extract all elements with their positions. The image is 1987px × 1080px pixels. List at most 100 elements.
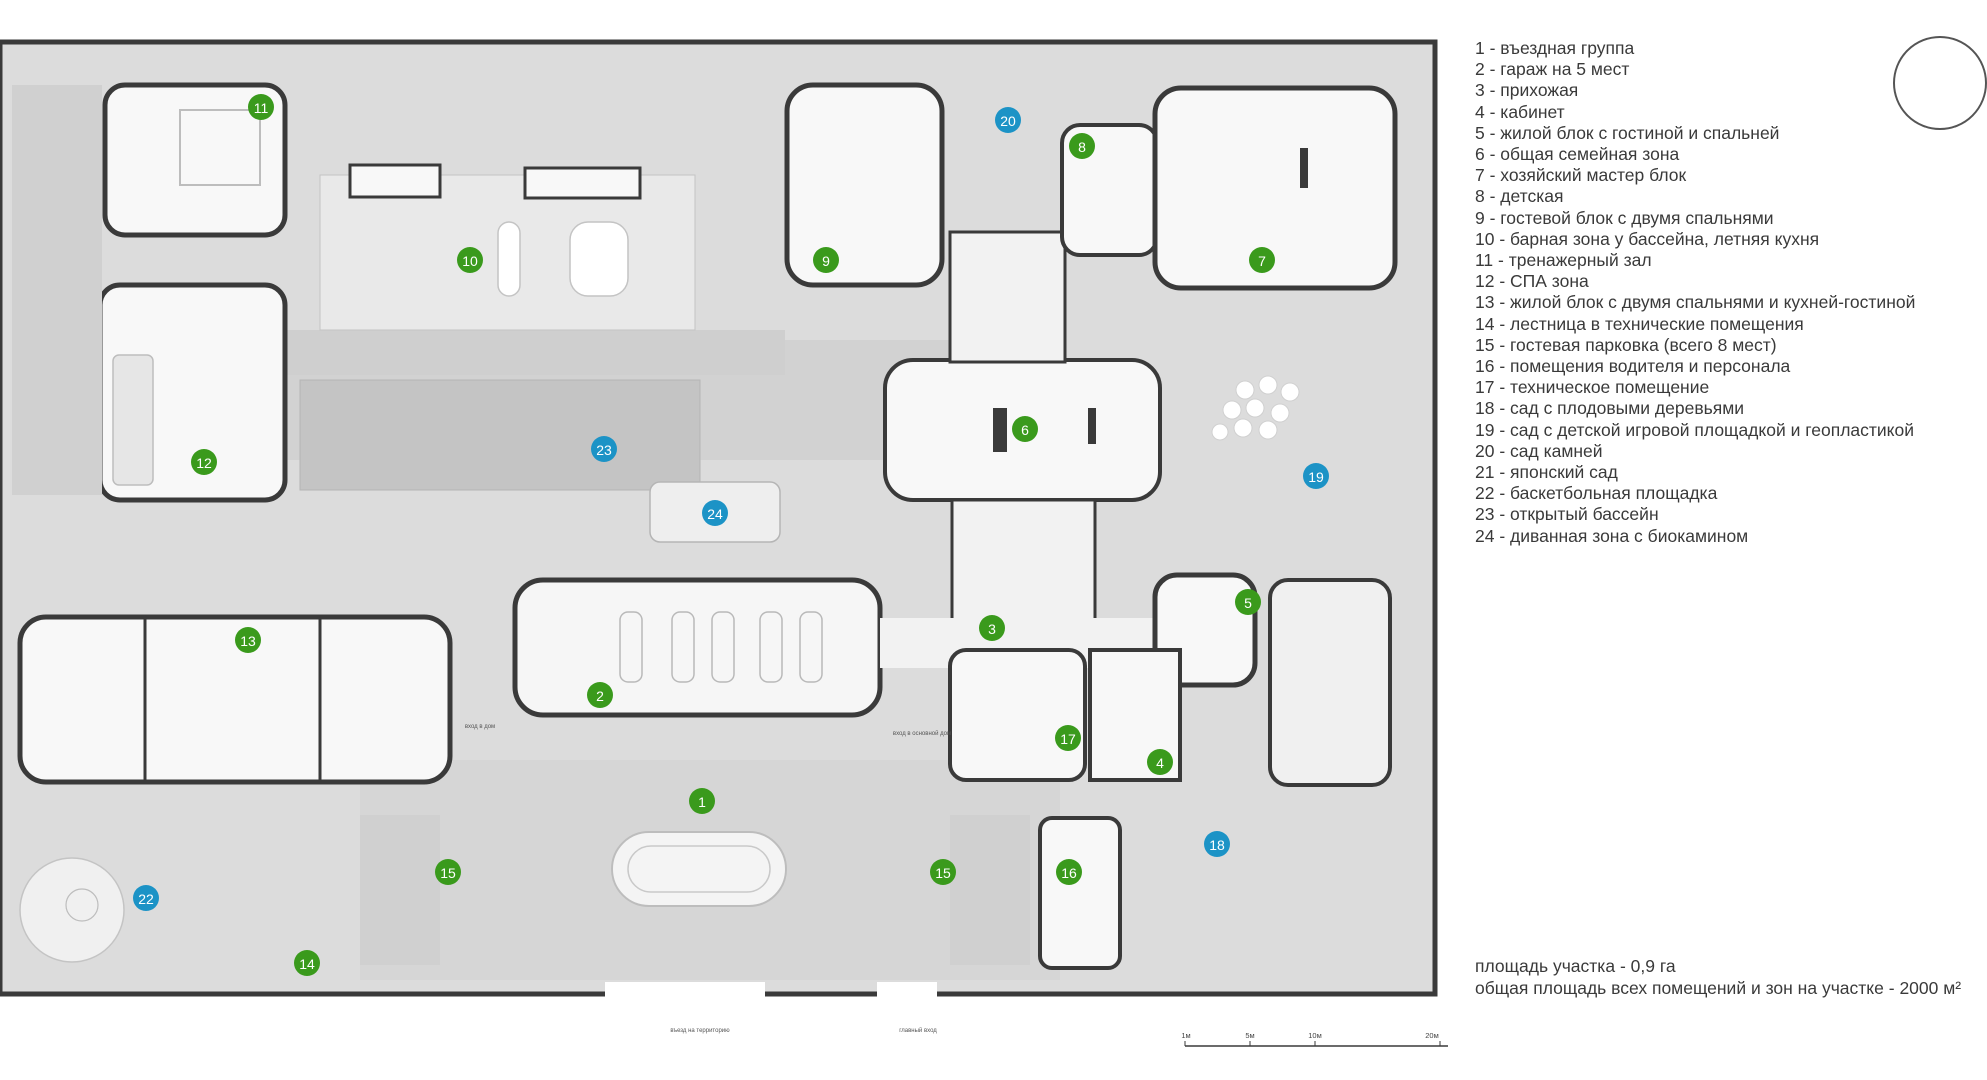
living-block-5-east [1268,578,1392,787]
legend-item: 7 - хозяйский мастер блок [1475,165,1687,186]
scale-tick-10: 10м [1308,1031,1322,1040]
zone-marker-circle [1056,859,1082,885]
zone-marker-label: 2 [596,688,604,704]
zone-marker-label: 16 [1061,865,1077,881]
legend-item: 4 - кабинет [1475,101,1565,122]
zone-marker-circle [294,950,320,976]
legend-item: 6 - общая семейная зона [1475,144,1680,165]
technical-room-17 [948,648,1087,782]
zone-marker-circle [591,436,617,462]
zone-marker-16: 16 [1056,859,1082,885]
legend-item: 2 - гараж на 5 мест [1475,59,1630,80]
basketball-court-center [65,888,99,922]
legend-item: 23 - открытый бассейн [1475,504,1659,525]
zone-marker-circle [1147,749,1173,775]
zone-marker-circle [1235,589,1261,615]
legend-item: 12 - СПА зона [1475,271,1589,292]
zone-marker-label: 12 [196,455,212,471]
scale-tick-5: 5м [1245,1031,1254,1040]
zone-marker-label: 22 [138,891,154,907]
zone-marker-label: 23 [596,442,612,458]
legend-item: 20 - сад камней [1475,440,1603,461]
bar-summer-kitchen [523,166,642,200]
zone-marker-circle [1055,725,1081,751]
legend-item: 3 - прихожая [1475,80,1579,101]
scale-tick-1: 1м [1181,1031,1190,1040]
legend-item: 16 - помещения водителя и персонала [1475,356,1791,377]
bar-kitchen-block [348,163,442,199]
note-entrance-main: главный вход [899,1027,937,1034]
spa-pool [112,354,154,486]
zone-marker-label: 9 [822,253,830,269]
legend-item: 1 - въездная группа [1475,38,1635,58]
master-block-7 [1152,85,1398,291]
zone-marker-4: 4 [1147,749,1173,775]
area-info: площадь участка - 0,9 га общая площадь в… [1475,956,1962,999]
zone-marker-label: 15 [440,865,456,881]
open-pool [299,379,701,491]
zone-marker-circle [435,859,461,885]
zone-marker-label: 15 [935,865,951,881]
scale-tick-20: 20м [1425,1031,1439,1040]
west-terrace [12,85,102,495]
zone-marker-15: 15 [930,859,956,885]
zone-marker-22: 22 [133,885,159,911]
zone-marker-circle [1204,831,1230,857]
scale-bar: 1м 5м 10м 20м [1181,1031,1448,1047]
note-entrance-house: вход в основной дом [893,730,951,737]
legend-item: 17 - техническое помещение [1475,377,1710,398]
zone-marker-circle [689,788,715,814]
legend-item: 9 - гостевой блок с двумя спальнями [1475,207,1774,228]
zone-marker-circle [1012,416,1038,442]
parking-right [950,815,1030,965]
legend: 1 - въездная группа 2 - гараж на 5 мест … [1475,38,1920,547]
zone-marker-circle [702,500,728,526]
legend-item: 22 - баскетбольная площадка [1475,483,1718,504]
zone-marker-9: 9 [813,247,839,273]
zone-marker-circle [235,627,261,653]
zone-marker-8: 8 [1069,133,1095,159]
legend-item: 15 - гостевая парковка (всего 8 мест) [1475,334,1777,355]
zone-marker-19: 19 [1303,463,1329,489]
zone-marker-20: 20 [995,107,1021,133]
guest-block-9 [784,82,945,288]
zone-marker-circle [995,107,1021,133]
total-area: общая площадь всех помещений и зон на уч… [1475,977,1962,998]
legend-item: 5 - жилой блок с гостиной и спальней [1475,122,1780,143]
entrance-fountain [611,831,787,907]
zone-marker-circle [248,94,274,120]
zone-marker-5: 5 [1235,589,1261,615]
zone-marker-label: 19 [1308,469,1324,485]
zone-marker-18: 18 [1204,831,1230,857]
gym-11 [102,82,288,238]
legend-item: 21 - японский сад [1475,462,1618,483]
basketball-court-22 [19,857,125,963]
zone-marker-circle [191,449,217,475]
zone-marker-label: 13 [240,633,256,649]
zone-marker-circle [587,682,613,708]
zone-marker-label: 6 [1021,422,1029,438]
parking-left [360,815,440,965]
zone-marker-label: 5 [1244,595,1252,611]
site-area: площадь участка - 0,9 га [1475,956,1676,976]
legend-item: 18 - сад с плодовыми деревьями [1475,398,1745,419]
zone-marker-label: 1 [698,794,706,810]
staff-rooms-16 [1038,816,1122,970]
zone-marker-label: 3 [988,621,996,637]
legend-item: 8 - детская [1475,186,1564,207]
living-block-13 [17,614,453,785]
zone-marker-3: 3 [979,615,1005,641]
zone-marker-circle [930,859,956,885]
entrance-fountain-inner [627,845,771,893]
zone-marker-13: 13 [235,627,261,653]
legend-item: 24 - диванная зона с биокамином [1475,525,1749,546]
zone-marker-label: 7 [1258,253,1266,269]
gate-territory [605,982,765,1004]
site-plan: въезд на территорию главный вход вход в … [0,39,1448,1047]
master-block-bed [1300,148,1308,188]
legend-item: 14 - лестница в технические помещения [1475,313,1804,334]
zone-marker-label: 8 [1078,139,1086,155]
zone-marker-circle [979,615,1005,641]
garage-cars [619,611,823,683]
corridor-north [948,230,1067,364]
